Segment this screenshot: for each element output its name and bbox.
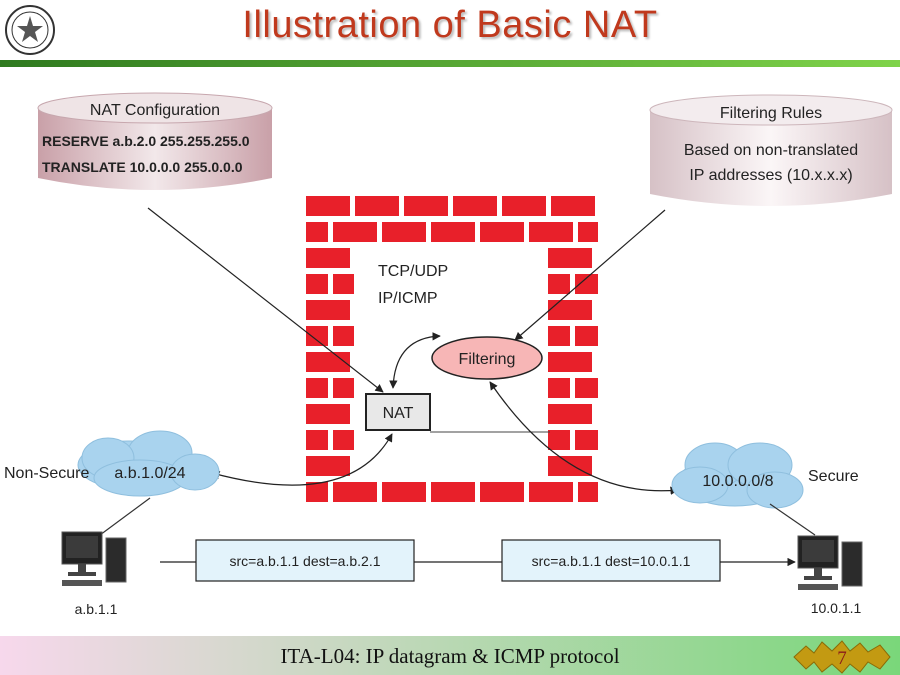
secure-host-link [769, 503, 816, 536]
filtering-to-secure-arrow [489, 381, 679, 495]
footer-bar [0, 636, 900, 675]
nonsecure-host-link [99, 497, 151, 536]
packet-after-label: src=a.b.1.1 dest=10.0.1.1 [532, 553, 691, 569]
firewall-brick [306, 196, 350, 216]
firewall-brick [578, 482, 598, 502]
non-secure-label: Non-Secure [4, 465, 89, 482]
filtering-rules-heading: Filtering Rules [720, 105, 822, 122]
page-number-badge: 7 [793, 640, 891, 674]
firewall-brick [575, 326, 598, 346]
page-number: 7 [837, 648, 847, 669]
firewall-brick [306, 326, 328, 346]
firewall-brick [453, 196, 497, 216]
secure-label: Secure [808, 468, 859, 485]
firewall-brick [578, 222, 598, 242]
secure-network-label: 10.0.0.0/8 [702, 473, 773, 490]
computer-icon [61, 531, 127, 586]
firewall-brick [575, 430, 598, 450]
nat-config-line2: TRANSLATE 10.0.0.0 255.0.0.0 [42, 159, 243, 175]
filtering-rules-line1: Based on non-translated [684, 142, 858, 159]
firewall-brick [548, 300, 592, 320]
firewall-brick [333, 326, 354, 346]
right-host-label: 10.0.1.1 [811, 600, 862, 616]
config-to-nat-arrow [147, 207, 384, 393]
firewall-brick [333, 274, 354, 294]
firewall-brick [548, 274, 570, 294]
firewall-brick [431, 482, 475, 502]
firewall-brick [548, 378, 570, 398]
nat-config-line1: RESERVE a.b.2.0 255.255.255.0 [42, 133, 250, 149]
firewall-brick [306, 378, 328, 398]
firewall-brick [306, 248, 350, 268]
nat-label: NAT [383, 405, 414, 422]
firewall-brick [306, 352, 350, 372]
filtering-label: Filtering [459, 351, 516, 368]
footer-text: ITA-L04: IP datagram & ICMP protocol [280, 644, 620, 668]
non-secure-network-label: a.b.1.0/24 [114, 465, 185, 482]
firewall-brick [480, 482, 524, 502]
firewall-brick [306, 404, 350, 424]
firewall-brick [480, 222, 524, 242]
firewall-brick [333, 378, 354, 398]
nat-module [365, 393, 431, 431]
firewall-brick [575, 274, 598, 294]
firewall-brick [404, 196, 448, 216]
secure-network-cloud [671, 442, 804, 509]
firewall-brick [306, 482, 328, 502]
nat-config-database: NAT Configuration RESERVE a.b.2.0 255.25… [37, 92, 273, 190]
firewall-brick [548, 248, 592, 268]
filtering-rules-database: Filtering Rules Based on non-translated … [649, 94, 893, 206]
firewall-brick [382, 482, 426, 502]
firewall-brick [551, 196, 595, 216]
firewall-brick [306, 300, 350, 320]
firewall-brick [548, 352, 592, 372]
firewall-brick [502, 196, 546, 216]
packet-before-nat [195, 539, 415, 582]
layer-ip-icmp: IP/ICMP [378, 290, 438, 307]
firewall-brick [333, 482, 377, 502]
firewall-brick [306, 430, 328, 450]
rules-to-filtering-arrow [514, 209, 666, 341]
nat-to-nonsecure-arrow [211, 433, 393, 486]
firewall-brick [382, 222, 426, 242]
nat-diagram: NAT Configuration RESERVE a.b.2.0 255.25… [4, 92, 893, 617]
filtering-nat-arrow [389, 332, 441, 389]
slide-title: Illustration of Basic NAT [242, 4, 658, 46]
packet-before-label: src=a.b.1.1 dest=a.b.2.1 [230, 553, 381, 569]
university-seal-logo [5, 5, 55, 55]
left-host-label: a.b.1.1 [75, 601, 118, 617]
firewall-brick [548, 326, 570, 346]
firewall-brick [355, 196, 399, 216]
firewall-brick [431, 222, 475, 242]
firewall-brick [306, 274, 328, 294]
firewall-brick [306, 222, 328, 242]
firewall-brick [548, 404, 592, 424]
firewall-brick [575, 378, 598, 398]
packet-after-nat [501, 539, 721, 582]
firewall-brick [306, 456, 350, 476]
firewall-brick [548, 430, 570, 450]
non-secure-network-cloud [77, 430, 220, 497]
filtering-rules-line2: IP addresses (10.x.x.x) [689, 167, 852, 184]
firewall-brick [333, 430, 354, 450]
nat-config-heading: NAT Configuration [90, 102, 220, 119]
computer-icon [797, 535, 863, 590]
layer-tcp-udp: TCP/UDP [378, 263, 448, 280]
firewall-brick [333, 222, 377, 242]
firewall-brick [529, 222, 573, 242]
firewall-brick [529, 482, 573, 502]
title-rule [0, 60, 900, 67]
